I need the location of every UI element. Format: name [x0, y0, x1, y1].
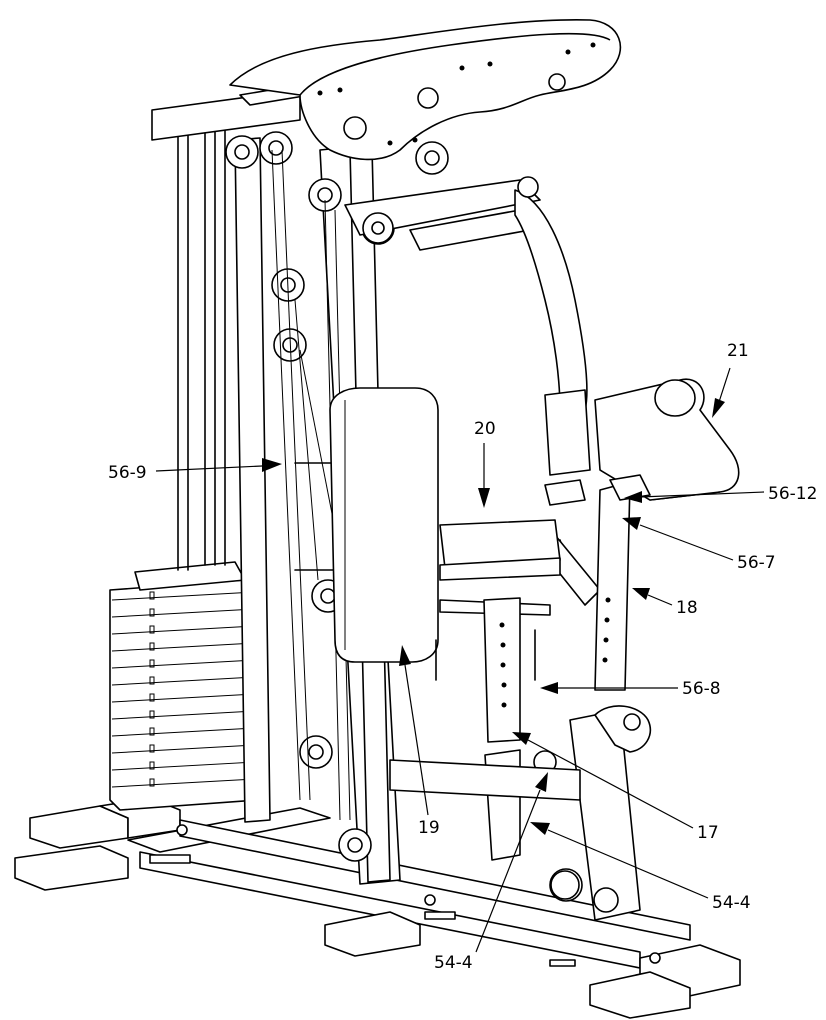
base-frame	[14, 797, 741, 1019]
svg-text:56-8: 56-8	[682, 679, 721, 699]
weight-plate-slot	[149, 693, 155, 702]
weight-plate-edge	[111, 693, 257, 703]
preacher-upright	[594, 474, 651, 691]
callout-20: 20	[474, 419, 496, 508]
callouts: 21 20 56-12 56-7 18 56-9	[108, 341, 817, 973]
weight-plate-slot	[149, 591, 155, 600]
callout-17: 17	[512, 732, 719, 843]
weight-plate-slot	[149, 710, 155, 719]
callout-54-4-bottom: 54-4	[434, 772, 548, 973]
svg-text:21: 21	[727, 341, 749, 361]
pulley	[268, 140, 284, 156]
weight-plate-slot	[149, 744, 155, 753]
weight-plate-edge	[111, 744, 257, 754]
seat-post	[435, 597, 557, 861]
weight-plate-slot	[149, 676, 155, 685]
pulley	[347, 837, 363, 853]
weight-plate-slot	[149, 642, 155, 651]
svg-text:54-4: 54-4	[434, 953, 473, 973]
weight-plate-slot	[149, 625, 155, 634]
weight-plate-edge	[111, 727, 257, 737]
top-shroud	[229, 19, 622, 161]
weight-plate-slot	[149, 659, 155, 668]
svg-text:18: 18	[676, 598, 698, 618]
svg-text:56-9: 56-9	[108, 463, 147, 483]
seat	[439, 519, 561, 616]
callout-21: 21	[712, 341, 749, 418]
pulley	[317, 187, 333, 203]
weight-plate-slot	[149, 727, 155, 736]
weight-plate-edge	[111, 625, 257, 635]
weight-plate-edge	[111, 710, 257, 720]
weight-plate-edge	[111, 778, 257, 788]
leg-developer	[389, 705, 652, 921]
callout-56-12: 56-12	[624, 484, 817, 504]
svg-text:56-12: 56-12	[768, 484, 817, 504]
press-arm	[344, 176, 601, 606]
backrest	[329, 387, 439, 663]
weight-plate-slot	[149, 608, 155, 617]
pulley	[320, 588, 336, 604]
svg-text:54-4: 54-4	[712, 893, 751, 913]
pulley	[234, 144, 250, 160]
weight-plate-edge	[111, 659, 257, 669]
pulley	[424, 150, 440, 166]
weight-plate-edge	[111, 591, 257, 601]
weight-plate-edge	[111, 608, 257, 618]
weight-plate-edge	[111, 761, 257, 771]
callout-19: 19	[399, 645, 440, 838]
weight-plate-slot	[149, 778, 155, 787]
callout-18: 18	[632, 588, 698, 618]
callout-54-4-right: 54-4	[530, 822, 751, 913]
callout-56-8: 56-8	[540, 679, 721, 699]
svg-text:20: 20	[474, 419, 496, 439]
weight-plate-edge	[111, 676, 257, 686]
pulley	[308, 744, 324, 760]
weight-plate-edge	[111, 642, 257, 652]
callout-56-9: 56-9	[108, 458, 282, 483]
svg-text:17: 17	[697, 823, 719, 843]
callout-56-7: 56-7	[622, 517, 776, 573]
svg-text:56-7: 56-7	[737, 553, 776, 573]
weight-plate-slot	[149, 761, 155, 770]
svg-text:19: 19	[418, 818, 440, 838]
